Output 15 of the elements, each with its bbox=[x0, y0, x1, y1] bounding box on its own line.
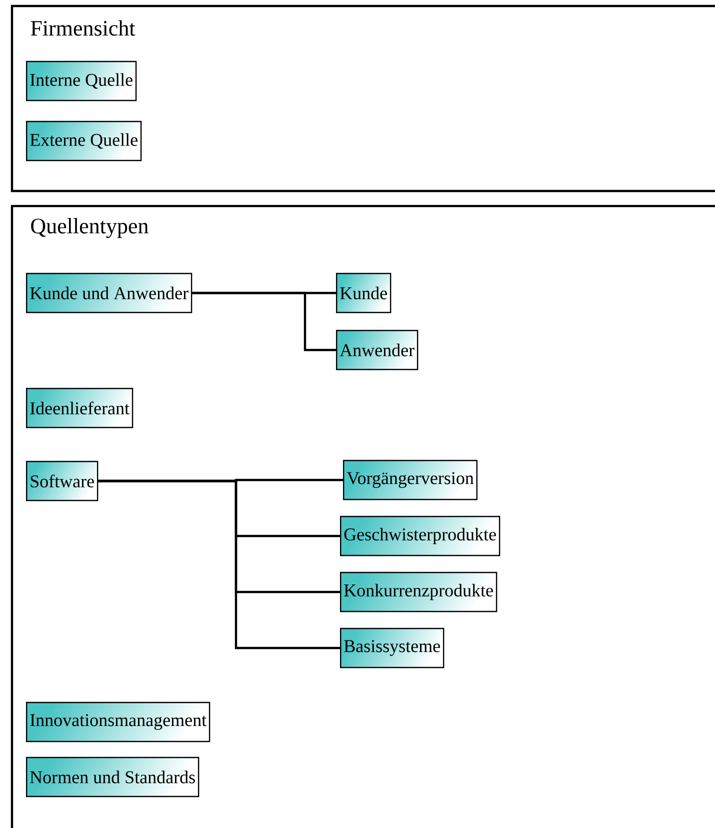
category-box: Basissysteme bbox=[340, 628, 444, 668]
category-box: Konkurrenzprodukte bbox=[340, 572, 498, 612]
category-box: Ideenlieferant bbox=[26, 388, 134, 428]
connector bbox=[192, 292, 336, 352]
category-box: Kunde und Anwender bbox=[26, 272, 192, 314]
category-box: Externe Quelle bbox=[26, 120, 142, 162]
category-box: Interne Quelle bbox=[26, 60, 137, 102]
category-box: Normen und Standards bbox=[26, 756, 200, 798]
category-box: Software bbox=[26, 460, 98, 502]
category-box: Anwender bbox=[336, 330, 418, 370]
category-box: Kunde bbox=[336, 272, 392, 314]
category-box: Geschwisterprodukte bbox=[340, 516, 500, 556]
category-box: Vorgängerversion bbox=[343, 460, 478, 500]
connector bbox=[98, 480, 340, 650]
category-box: Innovationsmanagement bbox=[26, 702, 210, 742]
